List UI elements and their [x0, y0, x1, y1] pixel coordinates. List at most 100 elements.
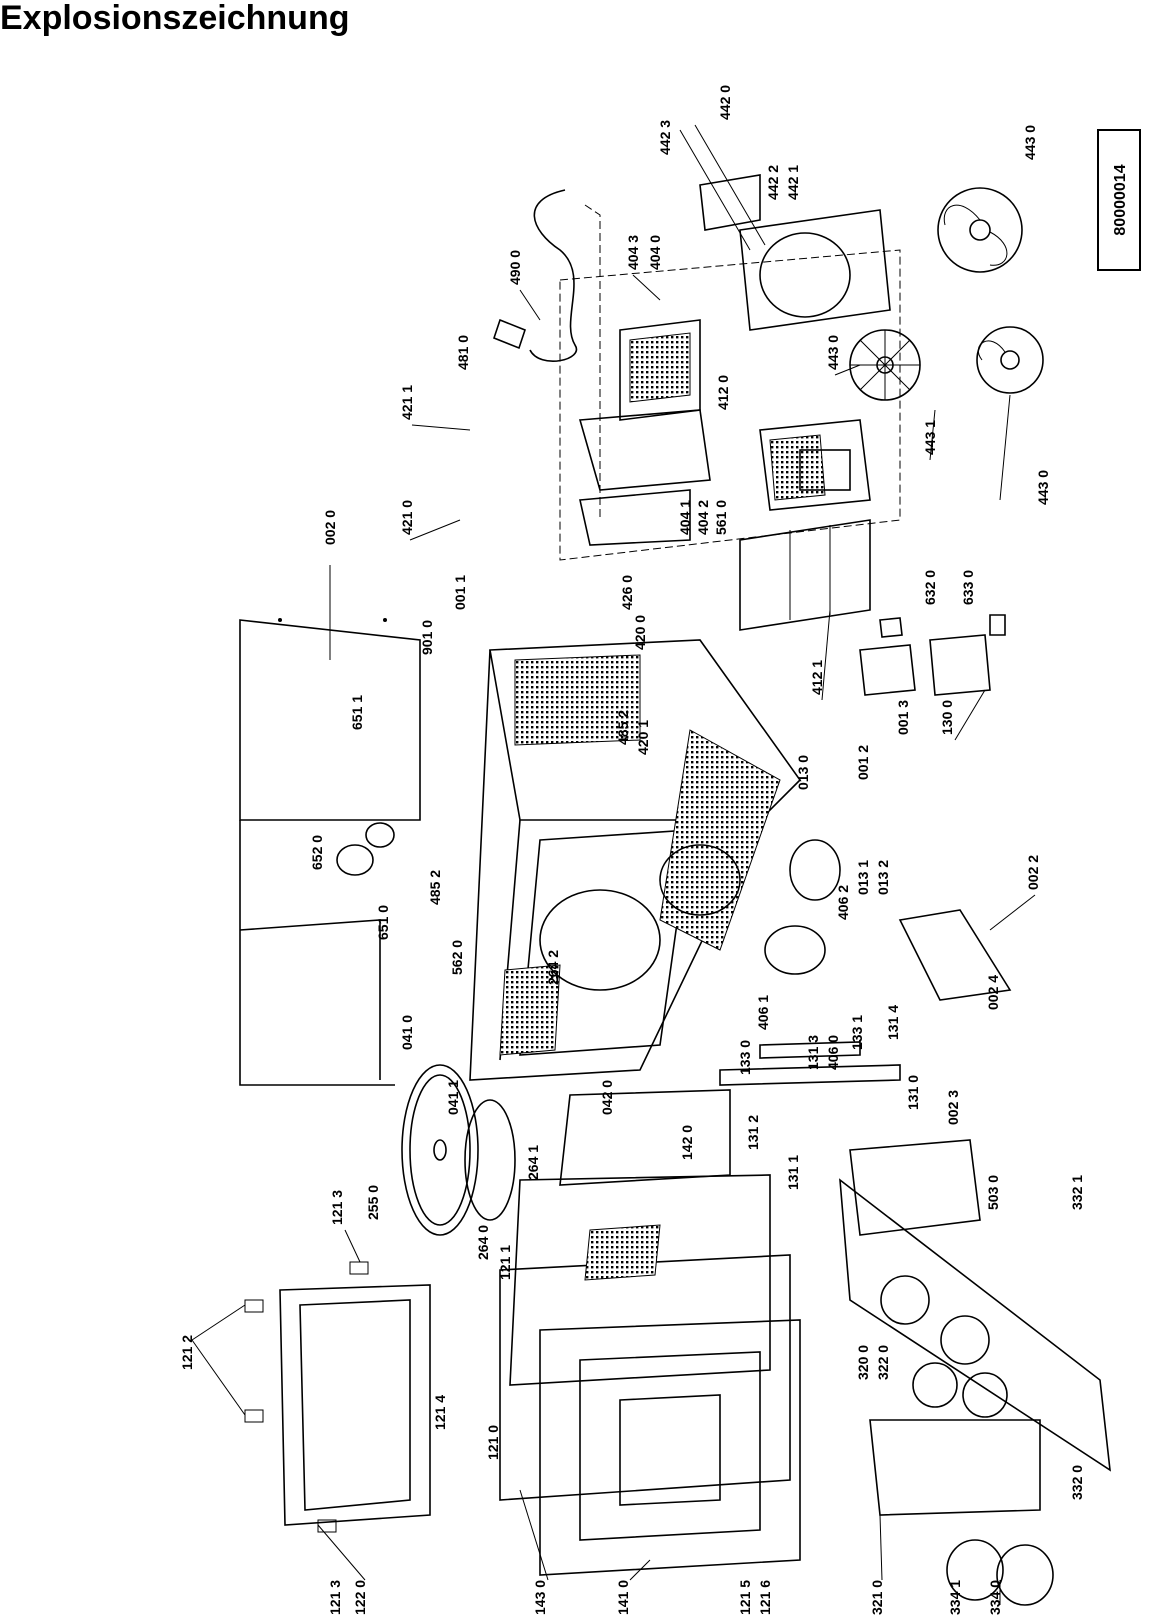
drawing-number: 80000014 [1112, 164, 1129, 235]
drawing-number-box: 80000014 [1097, 129, 1141, 271]
part-label: 442 2 [765, 165, 781, 200]
part-label: 404 2 [695, 500, 711, 535]
part-label: 121 6 [757, 1580, 773, 1615]
part-label: 141 0 [615, 1580, 631, 1615]
part-label: 002 3 [945, 1090, 961, 1125]
part-label: 121 0 [485, 1425, 501, 1460]
fan-blade-2 [849, 329, 921, 401]
part-label: 632 0 [922, 570, 938, 605]
part-label: 562 0 [449, 940, 465, 975]
part-label: 420 0 [632, 615, 648, 650]
lamp [336, 822, 395, 876]
part-label: 561 0 [713, 500, 729, 535]
part-label: 443 0 [825, 335, 841, 370]
part-label: 322 0 [875, 1345, 891, 1380]
part-label: 334 0 [987, 1580, 1003, 1615]
part-label: 013 0 [795, 755, 811, 790]
part-label: 122 0 [352, 1580, 368, 1615]
oven-cavity [469, 639, 802, 1081]
part-label: 406 1 [755, 995, 771, 1030]
part-label: 651 0 [375, 905, 391, 940]
part-label: 651 1 [349, 695, 365, 730]
part-label: 485 2 [615, 710, 631, 745]
part-label: 404 1 [677, 500, 693, 535]
part-label: 041 0 [399, 1015, 415, 1050]
part-label: 143 0 [532, 1580, 548, 1615]
part-label: 421 1 [399, 385, 415, 420]
part-label: 633 0 [960, 570, 976, 605]
part-label: 320 0 [855, 1345, 871, 1380]
part-label: 443 0 [1022, 125, 1038, 160]
bottom-plate [898, 909, 1012, 1001]
part-label: 131 4 [885, 1005, 901, 1040]
part-label: 133 1 [849, 1015, 865, 1050]
part-label: 013 2 [875, 860, 891, 895]
magnetron-assembly [559, 249, 901, 561]
capacitor-bracket [739, 519, 871, 631]
part-label: 442 0 [717, 85, 733, 120]
door-frame [244, 1261, 431, 1533]
hinge-strip [719, 1041, 901, 1086]
part-label: 121 3 [329, 1190, 345, 1225]
part-label: 321 0 [869, 1580, 885, 1615]
leader-lines [191, 274, 1036, 1605]
part-label: 412 1 [809, 660, 825, 695]
part-label: 255 0 [365, 1185, 381, 1220]
part-label: 002 2 [1025, 855, 1041, 890]
part-label: 121 5 [737, 1580, 753, 1615]
fan-blade-1 [937, 187, 1023, 273]
control-panel [839, 1139, 1111, 1606]
part-label: 041 1 [445, 1080, 461, 1115]
part-label: 332 1 [1069, 1175, 1085, 1210]
part-label: 121 2 [179, 1335, 195, 1370]
part-label: 042 0 [599, 1080, 615, 1115]
part-label: 264 2 [545, 950, 561, 985]
door-assembly [499, 1089, 801, 1576]
part-label: 652 0 [309, 835, 325, 870]
part-label: 131 0 [905, 1075, 921, 1110]
part-label: 131 2 [745, 1115, 761, 1150]
part-label: 002 4 [985, 975, 1001, 1010]
part-label: 001 1 [452, 575, 468, 610]
power-cord [493, 189, 601, 520]
part-label: 421 0 [399, 500, 415, 535]
roller-ring [464, 1099, 516, 1221]
part-label: 901 0 [419, 620, 435, 655]
part-label: 264 0 [475, 1225, 491, 1260]
part-label: 131 3 [805, 1035, 821, 1070]
fan-bracket [679, 124, 891, 331]
part-label: 013 1 [855, 860, 871, 895]
part-label: 404 3 [625, 235, 641, 270]
transformer [759, 419, 871, 511]
turntable-motor [764, 839, 841, 975]
part-label: 443 0 [1035, 470, 1051, 505]
part-label: 412 0 [715, 375, 731, 410]
part-label: 001 3 [895, 700, 911, 735]
part-label: 121 3 [327, 1580, 343, 1615]
part-label: 001 2 [855, 745, 871, 780]
part-label: 334 1 [947, 1580, 963, 1615]
part-label: 404 0 [647, 235, 663, 270]
part-label: 133 0 [737, 1040, 753, 1075]
part-label: 442 3 [657, 120, 673, 155]
part-label: 131 1 [785, 1155, 801, 1190]
switch-assembly [859, 614, 1006, 696]
part-label: 426 0 [619, 575, 635, 610]
part-label: 142 0 [679, 1125, 695, 1160]
part-label: 002 0 [322, 510, 338, 545]
part-label: 121 1 [497, 1245, 513, 1280]
part-label: 406 2 [835, 885, 851, 920]
part-label: 442 1 [785, 165, 801, 200]
fan-blade-3 [976, 326, 1044, 394]
part-labels: 442 3 442 0 442 2 442 1 443 0 404 3 404 … [179, 85, 1085, 1615]
page-title: Explosionszeichnung [0, 0, 350, 37]
part-label: 485 2 [427, 870, 443, 905]
part-label: 503 0 [985, 1175, 1001, 1210]
part-label: 130 0 [939, 700, 955, 735]
part-label: 121 4 [432, 1395, 448, 1430]
part-label: 443 1 [922, 420, 938, 455]
part-label: 406 0 [825, 1035, 841, 1070]
part-label: 481 0 [455, 335, 471, 370]
part-label: 490 0 [507, 250, 523, 285]
